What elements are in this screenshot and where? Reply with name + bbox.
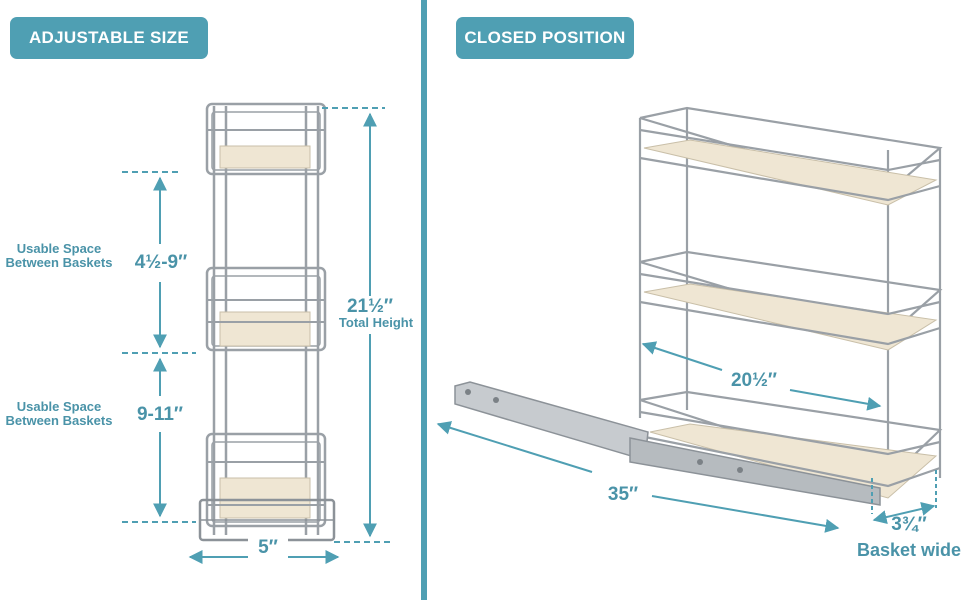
basket-width-value: 3¾″: [891, 514, 927, 535]
front-rack-illustration: [198, 102, 336, 542]
panel-divider: [421, 0, 427, 600]
closed-rack-illustration: [638, 106, 943, 499]
closed-position-header: CLOSED POSITION: [456, 17, 634, 59]
usable-space-value-top: 4½-9″: [128, 252, 194, 274]
usable-space-label-bottom: Usable Space Between Baskets: [5, 399, 113, 428]
total-height-label: Total Height: [332, 316, 420, 330]
total-height-value: 21½″: [340, 296, 400, 318]
usable-space-value-bottom: 9-11″: [132, 404, 188, 426]
adjustable-size-header: ADJUSTABLE SIZE: [10, 17, 208, 59]
depth-value: 20½″: [722, 370, 786, 392]
slide-length-value: 35″: [598, 484, 648, 506]
usable-space-label-top: Usable Space Between Baskets: [5, 241, 113, 270]
basket-width-label: Basket wide: [856, 540, 962, 560]
width-value: 5″: [248, 537, 288, 559]
